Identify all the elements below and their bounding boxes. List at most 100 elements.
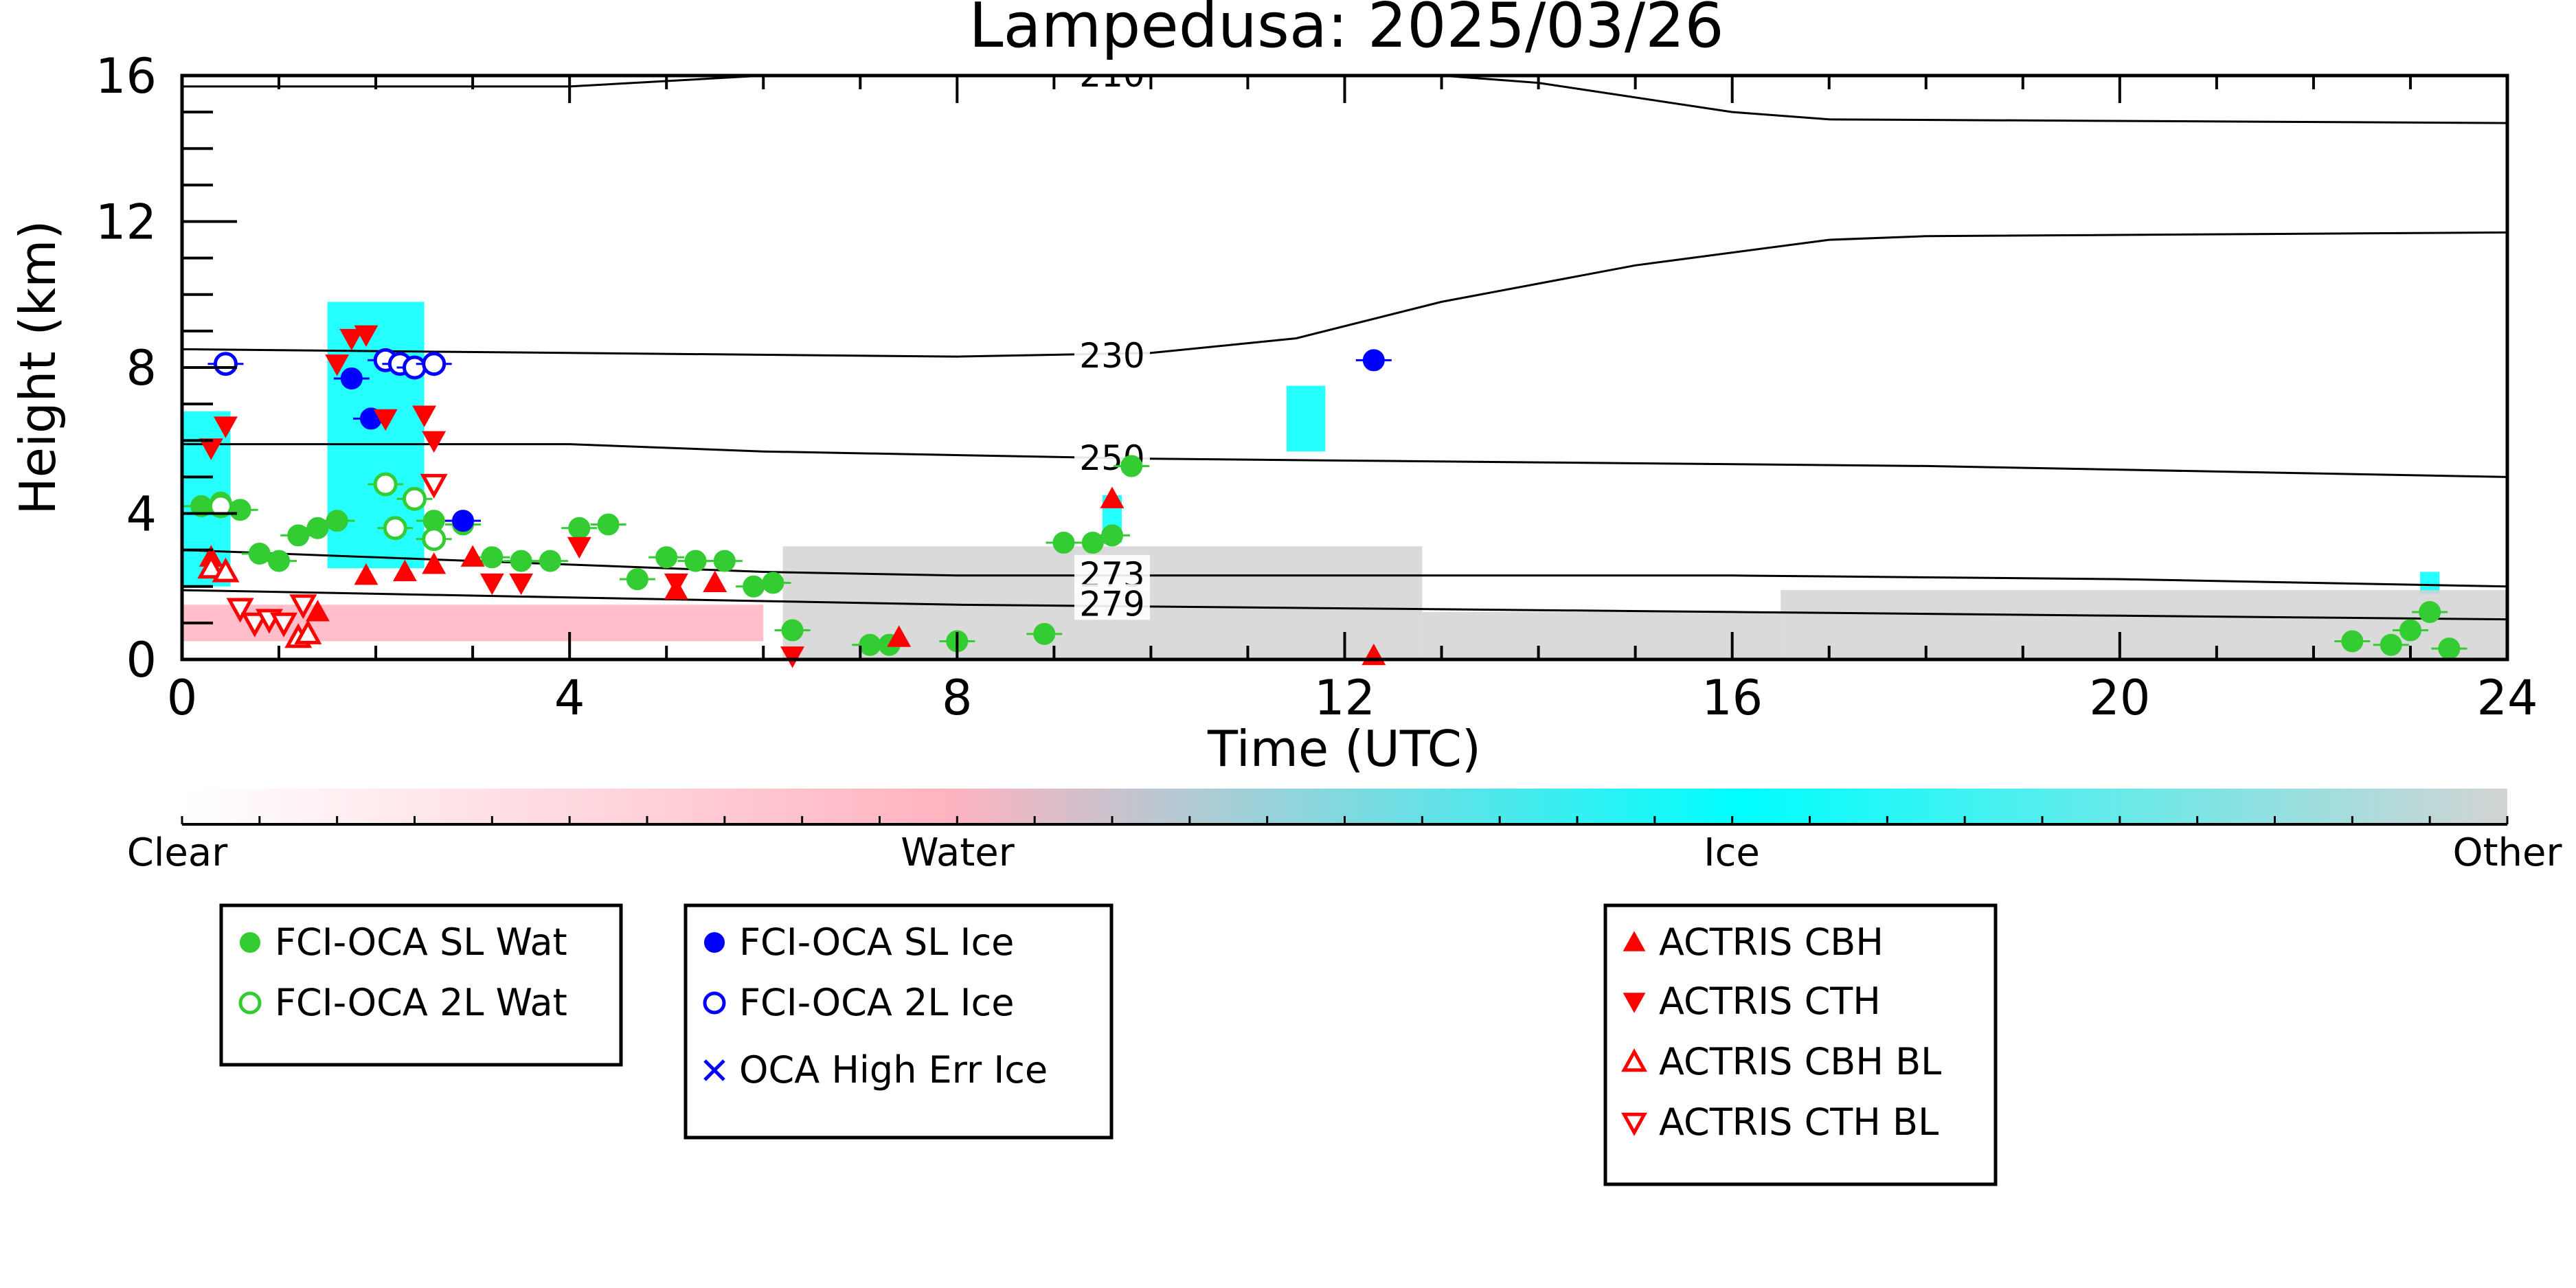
x-tick-label: 20: [2089, 670, 2150, 726]
legend-marker-fci-oca-sl-wat: [240, 932, 260, 953]
point-actris-cbh-bl: [294, 619, 322, 644]
point-fci-oca-sl-wat: [248, 542, 271, 565]
legend-label-fci-oca-sl-ice: FCI-OCA SL Ice: [739, 920, 1014, 964]
point-fci-oca-sl-wat: [268, 550, 291, 572]
point-fci-oca-2l-ice: [213, 352, 238, 376]
point-actris-cth: [339, 328, 364, 351]
x-tick-label: 8: [942, 670, 973, 726]
point-fci-oca-2l-wat: [373, 472, 398, 497]
point-actris-cth-bl: [270, 612, 298, 637]
point-fci-oca-sl-wat: [539, 550, 561, 572]
point-fci-oca-sl-wat: [743, 575, 765, 598]
x-tick-label: 12: [1314, 670, 1375, 726]
legend-marker-fci-oca-2l-ice: [703, 991, 726, 1015]
legend-label-actris-cbh-bl: ACTRIS CBH BL: [1659, 1040, 1941, 1083]
point-actris-cbh-bl: [197, 554, 225, 579]
point-actris-cth-bl: [289, 594, 317, 620]
point-fci-oca-sl-wat: [2380, 633, 2402, 656]
legend-box-oca-water: [219, 903, 623, 1067]
point-actris-cbh: [1100, 486, 1125, 508]
point-actris-cth: [214, 416, 238, 438]
point-fci-oca-2l-wat: [403, 486, 427, 511]
point-actris-cth: [509, 573, 534, 596]
contour-label-bg-279: [1074, 584, 1150, 620]
point-actris-cth: [373, 409, 398, 431]
point-fci-oca-sl-wat: [713, 550, 736, 572]
point-actris-cth: [412, 405, 437, 427]
point-fci-oca-sl-wat: [287, 524, 310, 547]
contour-label-bg-210: [1074, 76, 1150, 91]
point-fci-oca-sl-wat: [781, 619, 804, 642]
point-fci-oca-sl-wat: [597, 513, 620, 536]
y-tick-label: 0: [126, 632, 157, 688]
point-fci-oca-sl-wat: [229, 499, 251, 521]
point-fci-oca-2l-wat: [422, 527, 447, 552]
x-tick-label: 24: [2476, 670, 2538, 726]
legend-marker-fci-oca-2l-wat: [238, 991, 262, 1015]
legend-box-actris: [1603, 903, 1998, 1186]
point-actris-cbh: [887, 625, 912, 647]
point-fci-oca-sl-ice: [340, 367, 363, 389]
legend-box-oca-ice: [683, 903, 1114, 1140]
colorbar-label-other: Other: [2452, 831, 2562, 875]
contour-line-279: [182, 589, 2507, 621]
y-tick-label: 4: [126, 486, 157, 543]
point-actris-cbh: [422, 552, 447, 574]
legend-label-oca-high-err-ice: OCA High Err Ice: [739, 1048, 1048, 1092]
legend-label-actris-cth: ACTRIS CTH: [1659, 980, 1881, 1023]
point-actris-cbh: [392, 559, 417, 582]
contour-line-210: [182, 76, 2507, 124]
chart-title: Lampedusa: 2025/03/26: [969, 0, 1724, 62]
contour-line-230: [182, 231, 2507, 358]
point-fci-oca-sl-wat: [762, 572, 784, 594]
point-fci-oca-sl-wat: [568, 517, 591, 539]
y-tick-label: 16: [95, 48, 157, 104]
point-fci-oca-2l-wat: [383, 516, 407, 541]
legend-label-fci-oca-2l-ice: FCI-OCA 2L Ice: [739, 981, 1014, 1024]
point-actris-cth-bl: [240, 612, 269, 637]
background-ice-2: [1286, 385, 1326, 452]
point-actris-cth-bl: [226, 598, 254, 623]
contour-line-250: [182, 443, 2507, 478]
point-fci-oca-sl-wat: [2399, 619, 2421, 642]
point-actris-cbh: [354, 563, 379, 585]
y-axis-label: Height (km): [9, 221, 67, 515]
point-fci-oca-sl-wat: [1033, 622, 1056, 645]
point-fci-oca-sl-wat: [1081, 532, 1104, 554]
point-actris-cbh: [306, 600, 330, 622]
point-actris-cbh-bl: [212, 557, 240, 583]
x-tick-label: 0: [167, 670, 198, 726]
y-axis-ticks: 0 4 8 12 16: [95, 48, 237, 688]
contour-line-273: [182, 549, 2507, 588]
legend-marker-actris-cth: [1623, 993, 1646, 1013]
x-axis-label: Time (UTC): [1207, 720, 1481, 778]
point-fci-oca-sl-wat: [2438, 637, 2461, 660]
contour-label-279: 279: [1079, 584, 1144, 624]
cloud-markers: [183, 325, 2467, 668]
y-tick-label: 8: [126, 340, 157, 396]
point-fci-oca-sl-wat: [2341, 630, 2364, 653]
colorbar-ticks: [181, 816, 2509, 824]
point-fci-oca-2l-wat: [208, 494, 233, 519]
legend-marker-fci-oca-sl-ice: [704, 932, 725, 953]
point-fci-oca-sl-wat: [306, 517, 329, 539]
contour-label-210: 210: [1079, 55, 1144, 95]
point-fci-oca-sl-ice: [1362, 349, 1385, 372]
point-fci-oca-2l-ice: [422, 352, 447, 376]
contour-label-230: 230: [1079, 336, 1144, 376]
point-actris-cth: [567, 536, 591, 559]
point-fci-oca-sl-wat: [1120, 455, 1143, 477]
legend-marker-actris-cbh-bl: [1621, 1048, 1647, 1072]
point-actris-cbh: [460, 545, 485, 567]
y-tick-label: 12: [95, 194, 157, 251]
legend-label-fci-oca-2l-wat: FCI-OCA 2L Wat: [275, 981, 567, 1024]
colorbar-label-water: Water: [901, 831, 1015, 875]
colorbar: Clear Water Ice Other: [127, 789, 2562, 875]
point-actris-cth: [354, 325, 379, 347]
legend-label-actris-cbh: ACTRIS CBH: [1659, 920, 1884, 964]
